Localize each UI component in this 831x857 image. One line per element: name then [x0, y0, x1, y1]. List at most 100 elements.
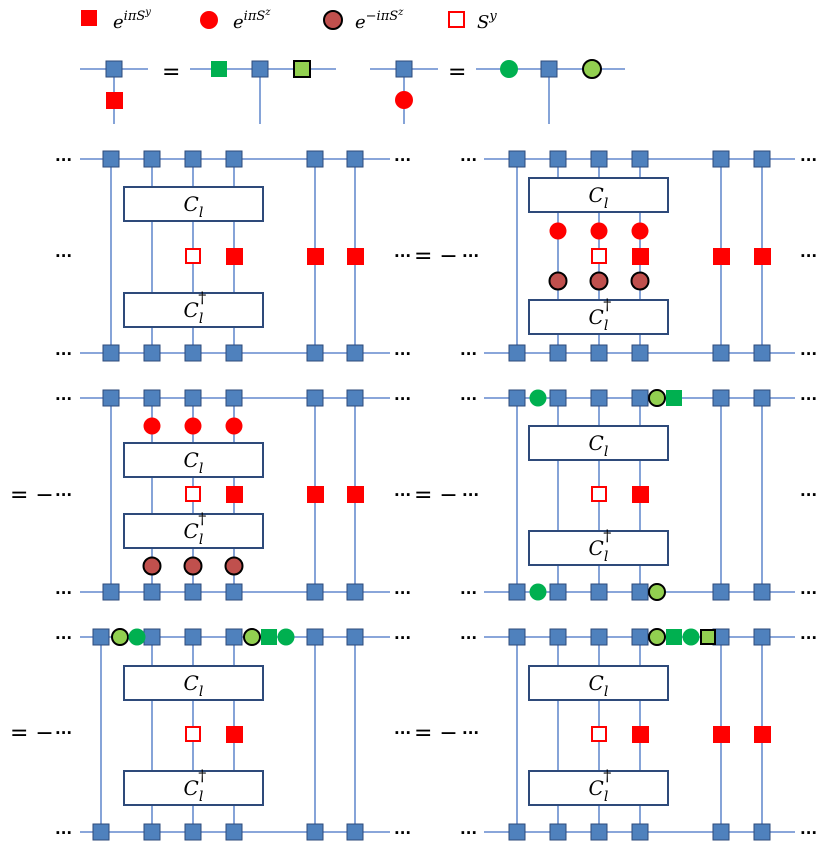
- ellipsis: ···: [800, 345, 817, 363]
- diagram-panels: ClCl†···············ClCl†···············…: [10, 150, 817, 842]
- light-green-circle-operator: [111, 628, 129, 646]
- box-c-l: [123, 665, 264, 701]
- site-tensor: [143, 389, 161, 407]
- box-c-l-label: Cl: [184, 671, 204, 700]
- ellipsis: ···: [462, 247, 479, 265]
- red-square-operator: [632, 248, 649, 265]
- ellipsis: ···: [460, 824, 477, 842]
- ellipsis: ···: [394, 824, 411, 842]
- ellipsis: ···: [800, 390, 817, 408]
- red-square-operator: [632, 486, 649, 503]
- ellipsis: ···: [394, 629, 411, 647]
- site-tensor: [143, 344, 161, 362]
- site-tensor: [549, 628, 567, 646]
- site-tensor: [184, 389, 202, 407]
- ellipsis: ···: [394, 724, 411, 742]
- site-tensor: [225, 150, 243, 168]
- site-tensor: [225, 823, 243, 841]
- ellipsis: ···: [55, 629, 72, 647]
- ellipsis: ···: [55, 584, 72, 602]
- site-tensor: [225, 344, 243, 362]
- ellipsis: ···: [460, 151, 477, 169]
- ellipsis: ···: [800, 824, 817, 842]
- box-c-l-dagger-label: Cl†: [184, 766, 207, 805]
- light-green-circle-operator: [648, 628, 666, 646]
- site-tensor: [590, 150, 608, 168]
- legend-red-square-label: eiπSy: [113, 7, 151, 33]
- equals-sign: =: [162, 60, 180, 85]
- light-green-circle-operator: [243, 628, 261, 646]
- ellipsis: ···: [55, 486, 72, 504]
- site-tensor: [508, 389, 526, 407]
- red-circle-operator: [590, 222, 608, 240]
- site-tensor: [590, 389, 608, 407]
- site-tensor: [712, 344, 730, 362]
- site-tensor: [346, 583, 364, 601]
- box-c-l-label: Cl: [184, 448, 204, 477]
- red-square-operator: [347, 486, 364, 503]
- open-square-operator: [185, 486, 201, 502]
- site-tensor: [590, 583, 608, 601]
- dark-circle-operator: [589, 271, 609, 291]
- red-circle-operator: [143, 417, 161, 435]
- ellipsis: ···: [55, 724, 72, 742]
- ellipsis: ···: [460, 584, 477, 602]
- ellipsis: ···: [55, 824, 72, 842]
- site-tensor: [508, 150, 526, 168]
- open-square-operator: [185, 248, 201, 264]
- site-tensor: [102, 150, 120, 168]
- box-c-l: [528, 665, 669, 701]
- dark-circle-operator: [548, 271, 568, 291]
- box-c-l: [528, 425, 669, 461]
- site-tensor: [143, 823, 161, 841]
- ellipsis: ···: [394, 247, 411, 265]
- light-green-circle-operator: [648, 583, 666, 601]
- equals-minus-sign: = −: [414, 721, 458, 746]
- site-tensor: [712, 583, 730, 601]
- red-square-operator: [226, 248, 243, 265]
- box-c-l-dagger-label: Cl†: [184, 288, 207, 327]
- box-c-l: [528, 177, 669, 213]
- green-circle-operator: [529, 389, 547, 407]
- site-tensor: [549, 150, 567, 168]
- ellipsis: ···: [460, 629, 477, 647]
- site-tensor: [631, 344, 649, 362]
- site-tensor: [92, 823, 110, 841]
- site-tensor: [306, 344, 324, 362]
- open-square-operator: [185, 726, 201, 742]
- red-square-operator: [713, 726, 730, 743]
- red-square-operator: [632, 726, 649, 743]
- ellipsis: ···: [55, 247, 72, 265]
- legend-open-square-icon: [448, 11, 465, 28]
- ellipsis: ···: [394, 345, 411, 363]
- red-circle-operator: [184, 417, 202, 435]
- ellipsis: ···: [460, 345, 477, 363]
- site-tensor: [105, 60, 123, 78]
- site-tensor: [346, 628, 364, 646]
- site-tensor: [225, 389, 243, 407]
- site-tensor: [508, 583, 526, 601]
- ellipsis: ···: [800, 247, 817, 265]
- box-c-l-dagger: [123, 513, 264, 549]
- ellipsis: ···: [394, 390, 411, 408]
- green-square-operator: [666, 390, 682, 406]
- site-tensor: [92, 628, 110, 646]
- light-green-square-operator: [700, 629, 716, 645]
- ellipsis: ···: [462, 724, 479, 742]
- equals-minus-sign: = −: [10, 483, 54, 508]
- open-square-operator: [591, 486, 607, 502]
- red-circle-operator: [631, 222, 649, 240]
- legend-dark-circle-label: e−iπSz: [355, 7, 404, 33]
- box-c-l-dagger: [528, 299, 669, 335]
- ellipsis: ···: [394, 151, 411, 169]
- red-square-operator: [307, 248, 324, 265]
- equals-minus-sign: = −: [414, 483, 458, 508]
- open-square-operator: [591, 726, 607, 742]
- site-tensor: [712, 150, 730, 168]
- site-tensor: [753, 389, 771, 407]
